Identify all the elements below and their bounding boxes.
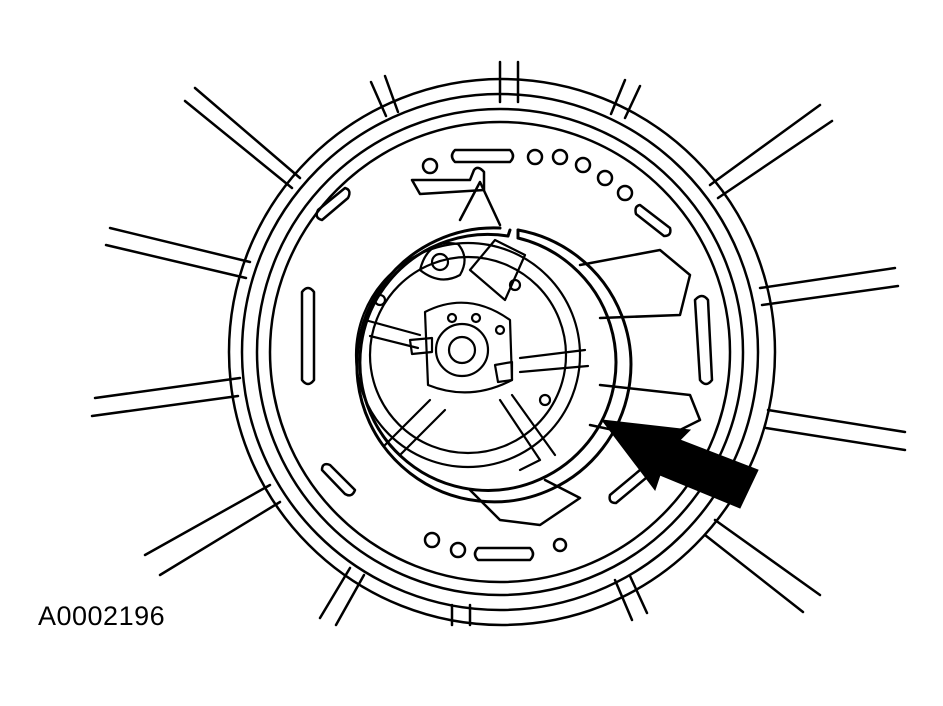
radial-spokes [90,60,907,627]
snap-ring [355,226,633,504]
outer-drum-housing [227,77,777,627]
oil-passage-slots [300,148,714,562]
figure-id-label: A0002196 [38,601,166,631]
center-hub [408,301,514,394]
spring-retainer [354,238,590,472]
pointer-arrow [600,419,759,509]
